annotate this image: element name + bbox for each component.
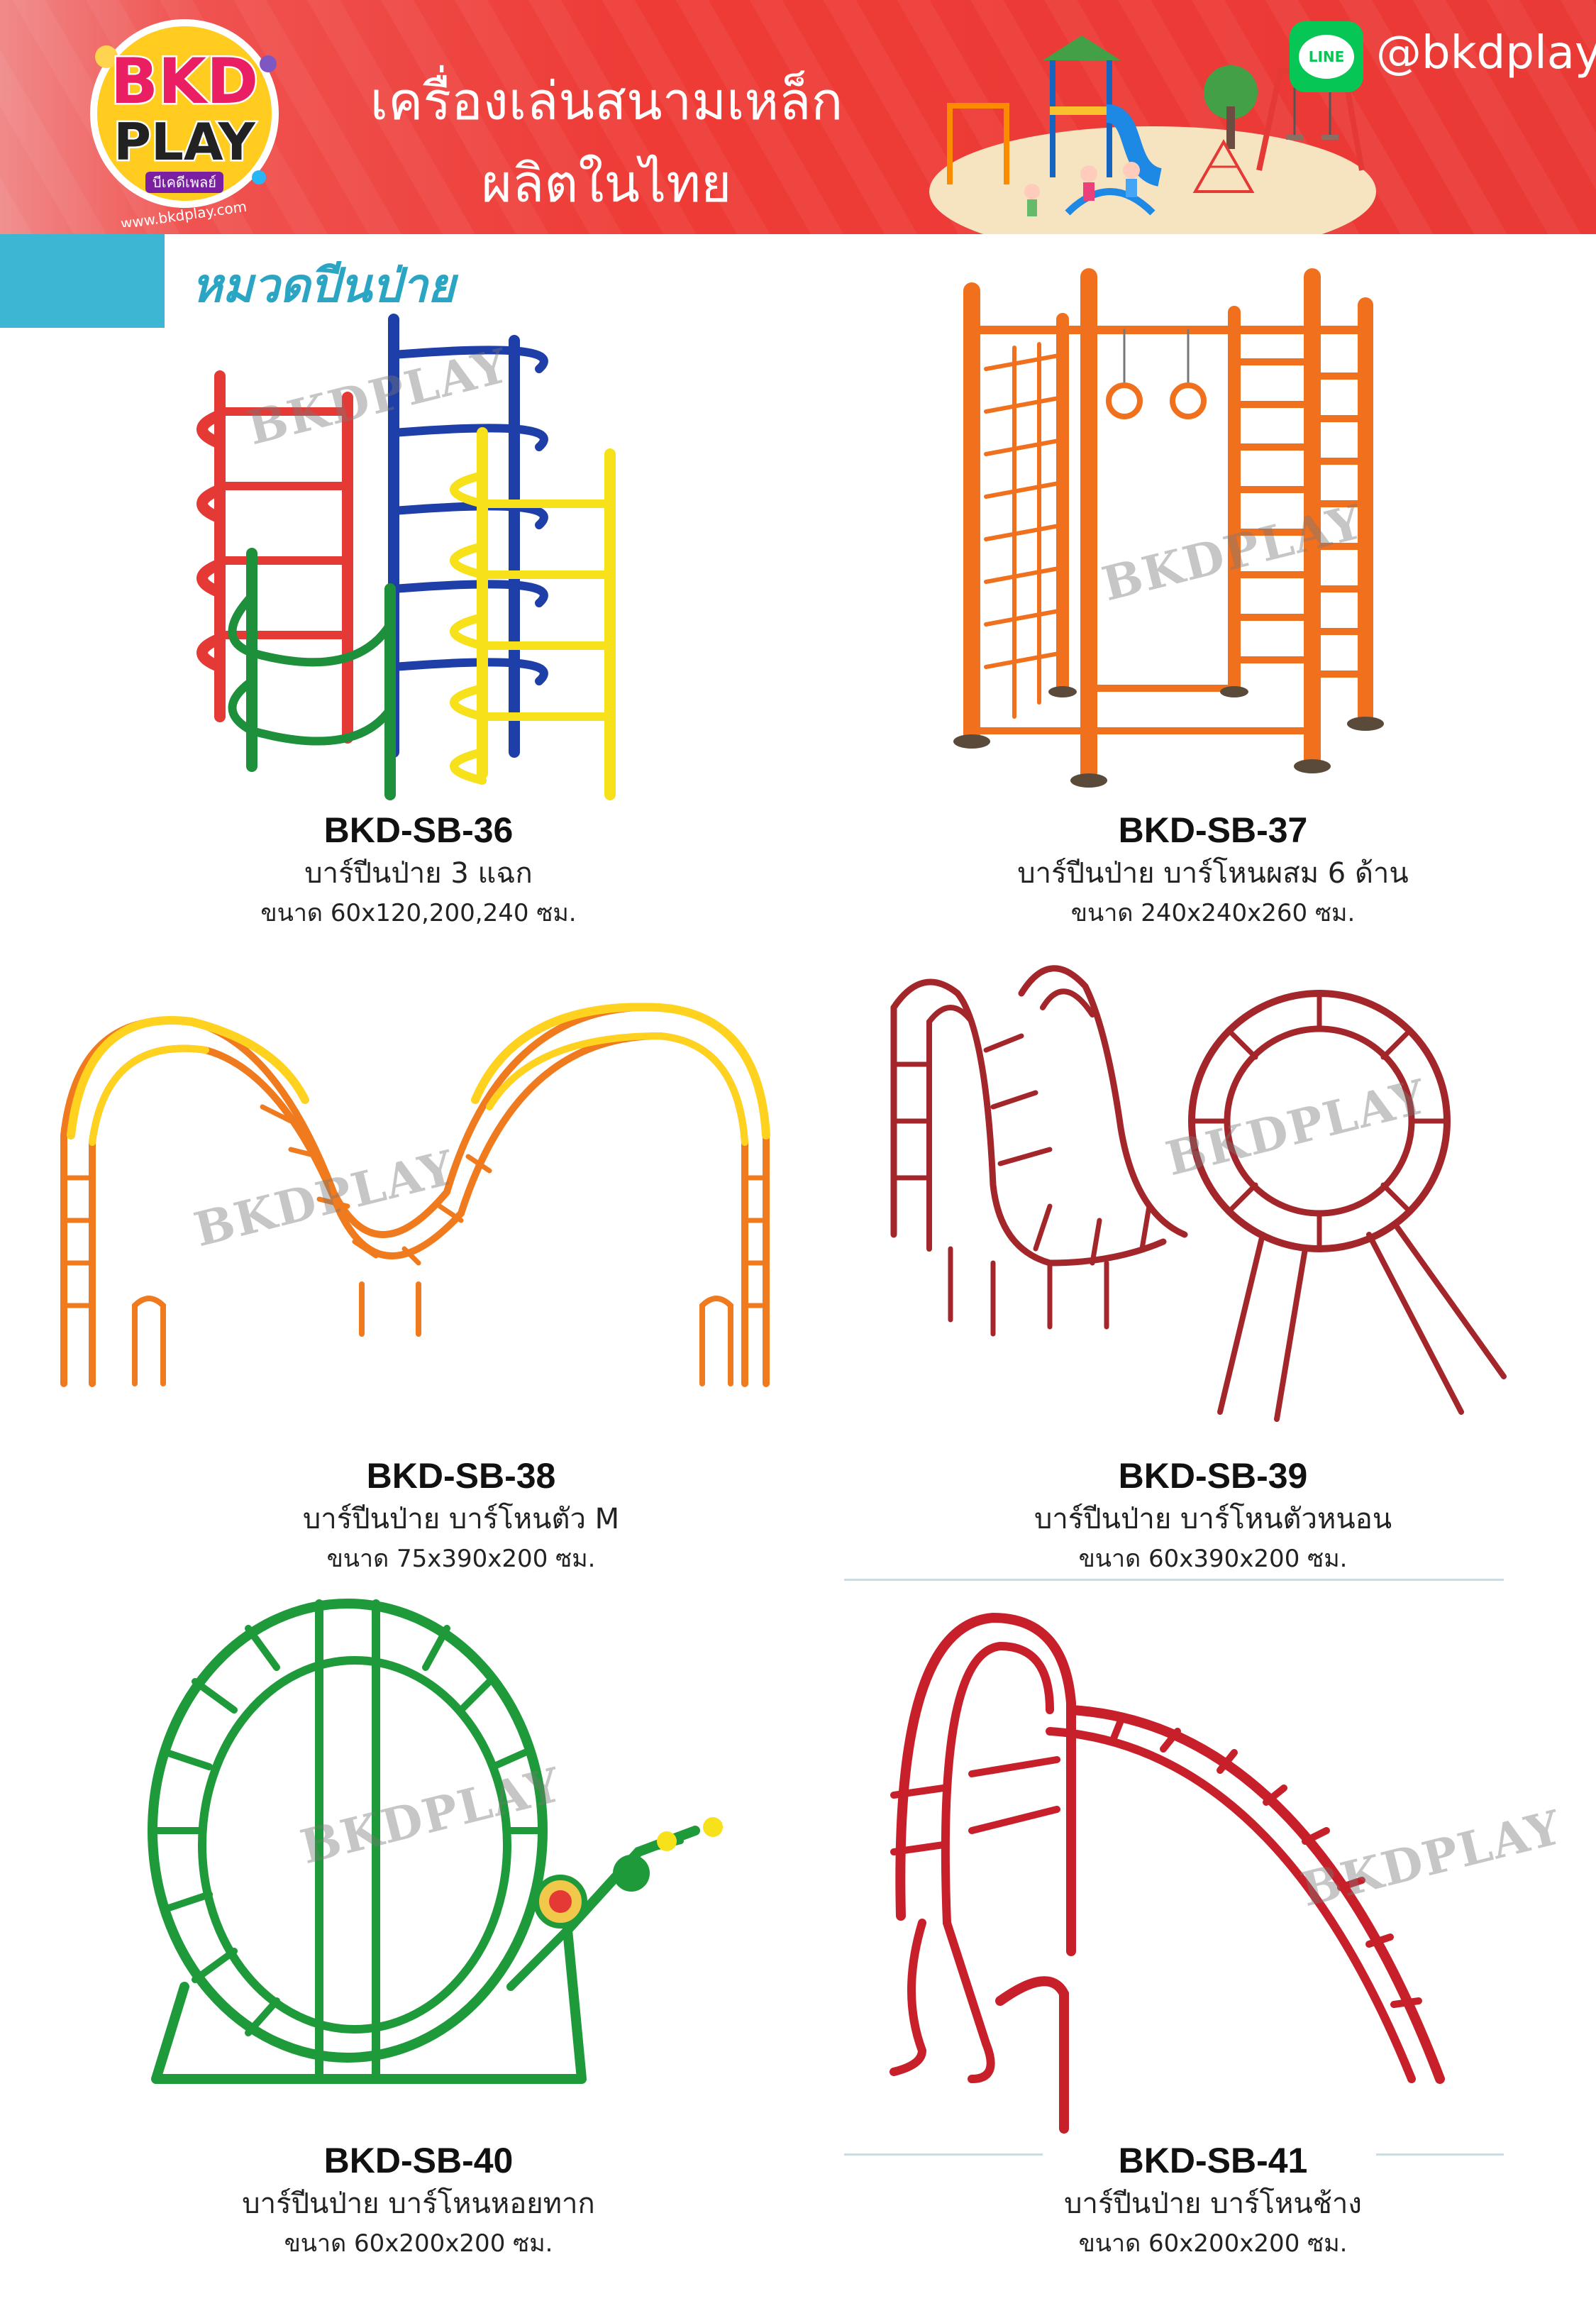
product-image-sb40 [142, 1589, 738, 2100]
section-divider [1376, 2153, 1504, 2156]
product-image-sb37 [936, 263, 1397, 802]
product-caption-sb38: BKD-SB-38 บาร์ปีนป่าย บาร์โหนตัว M ขนาด … [106, 1455, 816, 1577]
product-size: ขนาด 60x390x200 ซม. [1078, 1545, 1348, 1573]
product-caption-sb36: BKD-SB-36 บาร์ปีนป่าย 3 แฉก ขนาด 60x120,… [64, 809, 773, 931]
product-caption-sb41: BKD-SB-41 บาร์ปีนป่าย บาร์โหนช้าง ขนาด 6… [858, 2139, 1568, 2261]
line-handle[interactable]: @bkdplay [1376, 27, 1596, 79]
banner-title: เครื่องเล่นสนามเหล็ก ผลิตในไทย [358, 60, 855, 225]
product-code: BKD-SB-36 [323, 810, 514, 850]
bkdplay-logo: BKD PLAY บีเคดีเพลย์ www.bkdplay.com [78, 14, 291, 232]
section-divider [844, 1579, 1504, 1581]
product-code: BKD-SB-41 [1118, 2141, 1308, 2180]
product-size: ขนาด 60x200x200 ซม. [284, 2229, 553, 2258]
product-image-sb38 [50, 979, 816, 1405]
product-caption-sb37: BKD-SB-37 บาร์ปีนป่าย บาร์โหนผสม 6 ด้าน … [858, 809, 1568, 931]
product-code: BKD-SB-40 [323, 2141, 514, 2180]
product-caption-sb39: BKD-SB-39 บาร์ปีนป่าย บาร์โหนตัวหนอน ขนา… [858, 1455, 1568, 1577]
playground-illustration [926, 28, 1380, 234]
product-image-sb36 [184, 312, 638, 809]
product-name: บาร์ปีนป่าย บาร์โหนตัว M [302, 1503, 620, 1535]
line-badge-text: LINE [1299, 35, 1354, 79]
product-code: BKD-SB-37 [1118, 810, 1308, 850]
product-name: บาร์ปีนป่าย 3 แฉก [304, 857, 533, 890]
svg-text:BKD: BKD [111, 45, 258, 118]
product-name: บาร์ปีนป่าย บาร์โหนหอยทาก [242, 2188, 595, 2220]
section-divider [844, 2153, 1043, 2156]
product-size: ขนาด 75x390x200 ซม. [326, 1545, 596, 1573]
banner-title-line1: เครื่องเล่นสนามเหล็ก [370, 71, 843, 132]
product-size: ขนาด 240x240x260 ซม. [1070, 899, 1356, 927]
banner-title-line2: ผลิตในไทย [481, 153, 732, 214]
svg-text:PLAY: PLAY [113, 112, 255, 172]
product-name: บาร์ปีนป่าย บาร์โหนตัวหนอน [1033, 1503, 1392, 1535]
svg-text:บีเคดีเพลย์: บีเคดีเพลย์ [153, 174, 216, 191]
product-size: ขนาด 60x120,200,240 ซม. [260, 899, 577, 927]
product-code: BKD-SB-39 [1118, 1456, 1308, 1496]
category-title: หมวดปีนป่าย [192, 258, 455, 313]
category-tab-marker [0, 234, 165, 328]
product-image-sb39 [880, 951, 1518, 1433]
product-code: BKD-SB-38 [366, 1456, 556, 1496]
product-image-sb41 [880, 1596, 1504, 2136]
product-name: บาร์ปีนป่าย บาร์โหนช้าง [1064, 2188, 1362, 2220]
product-size: ขนาด 60x200x200 ซม. [1078, 2229, 1348, 2258]
header-banner: BKD PLAY บีเคดีเพลย์ www.bkdplay.com เคร… [0, 0, 1596, 234]
product-name: บาร์ปีนป่าย บาร์โหนผสม 6 ด้าน [1017, 857, 1409, 890]
product-caption-sb40: BKD-SB-40 บาร์ปีนป่าย บาร์โหนหอยทาก ขนาด… [64, 2139, 773, 2261]
line-app-icon[interactable]: LINE [1290, 21, 1363, 92]
